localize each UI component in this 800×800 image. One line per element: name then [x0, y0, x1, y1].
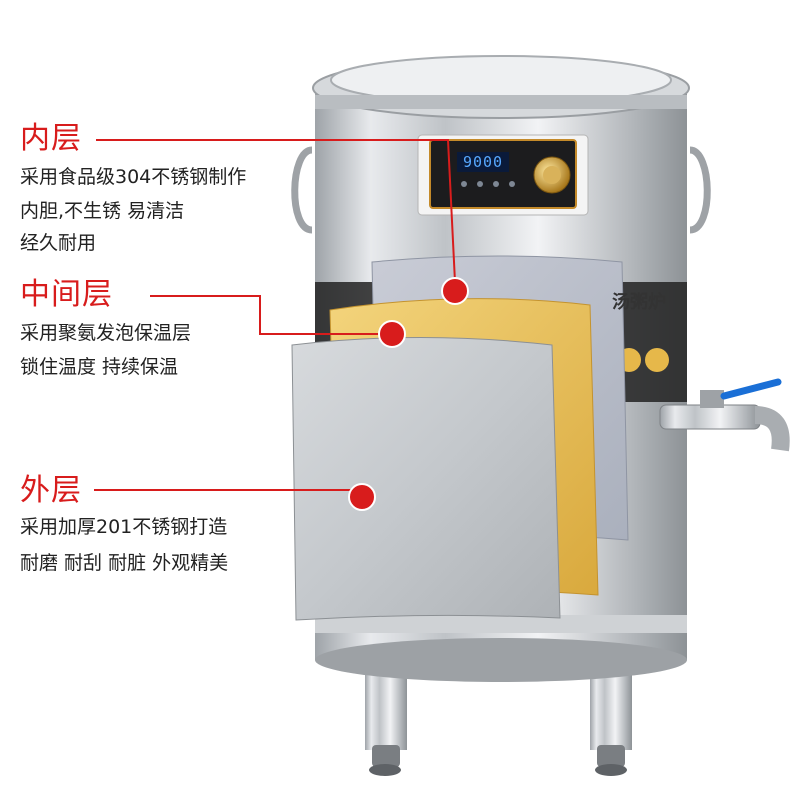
control-panel	[417, 134, 589, 216]
label-badge-icon	[645, 348, 669, 372]
middle-layer-desc-2: 锁住温度 持续保温	[20, 356, 179, 378]
product-label-text: 汤粥炉	[612, 292, 666, 313]
callout-leaders	[94, 139, 456, 491]
temperature-display: 9000	[457, 152, 509, 172]
inner-layer-desc-2: 内胆,不生锈 易清洁	[20, 200, 185, 222]
inner-layer-marker-icon	[441, 277, 469, 305]
middle-layer-title: 中间层	[20, 277, 113, 312]
outer-layer-sheet	[291, 337, 561, 621]
outer-layer-marker-icon	[348, 483, 376, 511]
middle-layer-marker-icon	[378, 320, 406, 348]
middle-layer-desc-1: 采用聚氨发泡保温层	[20, 322, 192, 344]
inner-layer-title: 内层	[20, 121, 82, 156]
outer-layer-desc-2: 耐磨 耐刮 耐脏 外观精美	[20, 552, 229, 574]
outer-layer-title: 外层	[20, 473, 82, 508]
faucet	[659, 378, 790, 452]
outer-layer-desc-1: 采用加厚201不锈钢打造	[20, 516, 228, 538]
inner-layer-desc-3: 经久耐用	[20, 232, 97, 254]
inner-layer-desc-1: 采用食品级304不锈钢制作	[20, 166, 247, 188]
